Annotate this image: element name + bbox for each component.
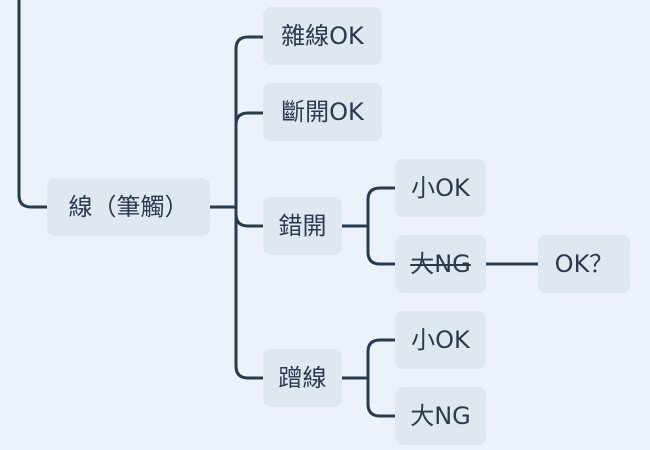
parent-connector [17, 0, 49, 209]
branch-label: 雜線OK [281, 22, 364, 50]
branch-node-cuokai[interactable]: 錯開 [263, 197, 342, 255]
child-label: 小OK [411, 326, 470, 354]
cuokai-child-connector-2 [366, 224, 397, 266]
child-label: 大NG [410, 402, 471, 430]
child-label: OK？ [554, 250, 614, 278]
central-topic-label: 線（筆觸） [68, 193, 189, 221]
cuokai-child-node-small-ok[interactable]: 小OK [395, 159, 486, 217]
branch-connector-3 [234, 205, 265, 228]
central-topic-node[interactable]: 線（筆觸） [47, 178, 210, 236]
cengxian-child-connector-1 [366, 338, 397, 380]
child-label: 小OK [411, 174, 470, 202]
cengxian-child-connector-2 [366, 376, 397, 418]
branch-connector-2 [234, 111, 265, 209]
branch-node-zaxian[interactable]: 雜線OK [263, 7, 382, 65]
branch-label: 錯開 [278, 212, 327, 240]
cuokai-child-connector-1 [366, 186, 397, 228]
branch-label: 斷開OK [281, 98, 364, 126]
branch-node-duankai[interactable]: 斷開OK [263, 83, 382, 141]
cuokai-child-node-big-ng[interactable]: 大NG [395, 235, 486, 293]
branch-connector-4 [234, 205, 265, 380]
branch-connector-1 [234, 35, 265, 209]
branch-label: 蹭線 [278, 364, 327, 392]
cengxian-child-node-big-ng[interactable]: 大NG [395, 387, 486, 445]
dang-node-ok-question[interactable]: OK？ [538, 235, 630, 293]
cengxian-child-node-small-ok[interactable]: 小OK [395, 311, 486, 369]
child-label-struck: 大NG [410, 250, 471, 278]
branch-node-cengxian[interactable]: 蹭線 [263, 349, 342, 407]
